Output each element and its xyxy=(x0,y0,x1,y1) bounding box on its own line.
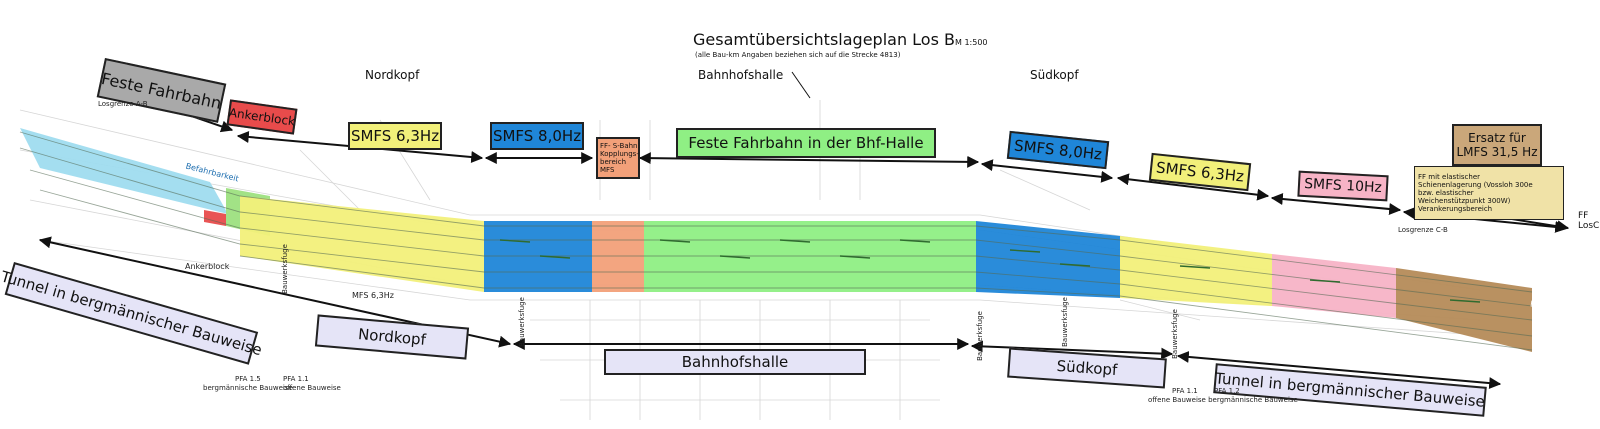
label-los-c: LosC xyxy=(1578,221,1600,231)
header-nordkopf: Nordkopf xyxy=(365,68,420,82)
track-hatch-4 xyxy=(719,255,751,259)
track-hatch-8 xyxy=(1009,249,1041,253)
label-ff-mit: FF mit elastischer Schienenlagerung (Vos… xyxy=(1414,166,1564,220)
ff-sbahn-line-4: MFS xyxy=(600,166,615,174)
header-suedkopf: Südkopf xyxy=(1030,68,1079,82)
ff-sbahn-line-2: Kopplungs- xyxy=(600,150,639,158)
track-line-1 xyxy=(19,131,1533,293)
note-bauwerksfuge-2: Bauwerksfuge xyxy=(517,297,526,347)
note-mfs-63: MFS 6,3Hz xyxy=(352,291,394,300)
track-line-4 xyxy=(39,189,1533,337)
zone-yellow-left xyxy=(240,196,484,292)
plan-scale: M 1:500 xyxy=(955,38,988,47)
ff-mit-line-4: Weichenstützpunkt 300W) xyxy=(1418,197,1511,205)
note-pfa-11-left: PFA 1.1 xyxy=(283,375,309,383)
track-zones xyxy=(20,128,1532,352)
dimension-arrow-3 xyxy=(638,152,980,168)
track-hatch-12 xyxy=(1449,299,1481,303)
label-bottom-bahnhofshalle: Bahnhofshalle xyxy=(604,349,866,375)
plan-subtitle: (alle Bau-km Angaben beziehen sich auf d… xyxy=(695,51,901,59)
zone-green xyxy=(644,221,976,292)
track-hatch-6 xyxy=(839,255,871,259)
note-losgrenze-ab: Losgrenze A-B xyxy=(98,100,148,108)
zone-red xyxy=(204,210,226,226)
note-losgrenze-cb: Losgrenze C-B xyxy=(1398,226,1448,234)
ff-mit-line-5: Verankerungsbereich xyxy=(1418,205,1493,213)
ersatz-line-1: Ersatz für xyxy=(1468,131,1526,145)
ff-mit-line-2: Schienenlagerung (Vossloh 300e xyxy=(1418,181,1533,189)
zone-salmon xyxy=(592,221,644,292)
ff-sbahn-line-3: bereich xyxy=(600,158,627,166)
zone-blue-right xyxy=(976,221,1120,298)
track-line-2 xyxy=(19,147,1533,307)
label-smfs-80-left: SMFS 8,0Hz xyxy=(490,122,584,150)
ff-sbahn-line-1: FF- S-Bahn xyxy=(600,142,638,150)
label-ff-end: FF xyxy=(1578,211,1589,221)
zone-blue-left xyxy=(484,221,592,292)
track-hatch-3 xyxy=(659,239,691,243)
track-hatch-9 xyxy=(1059,263,1091,267)
note-bauwerksfuge-5: Bauwerksfuge xyxy=(1170,309,1179,359)
note-pfa-12: PFA 1.2 xyxy=(1214,387,1240,395)
note-offene-bergm: offene Bauweise bergmännische Bauweise xyxy=(1148,396,1298,404)
label-ff-sbahn: FF- S-Bahn Kopplungs- bereich MFS xyxy=(596,137,640,179)
plan-title: Gesamtübersichtslageplan Los B xyxy=(693,30,955,49)
track-hatch-10 xyxy=(1179,265,1211,269)
track-hatch-5 xyxy=(779,239,811,243)
note-bergm-bauweise: bergmännische Bauweise xyxy=(203,384,293,392)
dimension-arrow-10 xyxy=(970,340,1174,360)
zone-pink xyxy=(1272,254,1396,318)
track-hatch-11 xyxy=(1309,279,1341,283)
dimension-arrow-4 xyxy=(980,159,1114,183)
ersatz-line-2: LMFS 31,5 Hz xyxy=(1456,145,1538,159)
label-ersatz: Ersatz für LMFS 31,5 Hz xyxy=(1452,124,1542,166)
header-bahnhofshalle: Bahnhofshalle xyxy=(698,68,784,82)
ff-mit-line-1: FF mit elastischer xyxy=(1418,173,1481,181)
note-bauwerksfuge-4: Bauwerksfuge xyxy=(1060,297,1069,347)
note-pfa-15: PFA 1.5 xyxy=(235,375,261,383)
zone-brown xyxy=(1396,268,1532,352)
label-smfs-10: SMFS 10Hz xyxy=(1297,170,1389,202)
label-smfs-63-left: SMFS 6,3Hz xyxy=(348,122,442,150)
ff-mit-line-3: bzw. elastischer xyxy=(1418,189,1474,197)
note-bauwerksfuge-1: Bauwerksfuge xyxy=(280,244,289,294)
zone-yellow-right xyxy=(1120,236,1272,306)
dimension-arrow-5 xyxy=(1116,173,1270,201)
track-hatch-7 xyxy=(899,239,931,243)
zone-cyan xyxy=(20,128,228,214)
track-hatch-2 xyxy=(539,255,571,259)
note-bauwerksfuge-3: Bauwerksfuge xyxy=(975,311,984,361)
label-ff-bhf-halle: Feste Fahrbahn in der Bhf-Halle xyxy=(676,128,936,158)
dimension-arrow-11 xyxy=(1176,350,1502,390)
note-offene-bauweise: offene Bauweise xyxy=(283,384,341,392)
dimension-arrow-6 xyxy=(1270,193,1402,215)
note-ankerblock-small: Ankerblock xyxy=(185,262,230,271)
track-lines xyxy=(19,131,1533,351)
note-pfa-11-right: PFA 1.1 xyxy=(1172,387,1198,395)
